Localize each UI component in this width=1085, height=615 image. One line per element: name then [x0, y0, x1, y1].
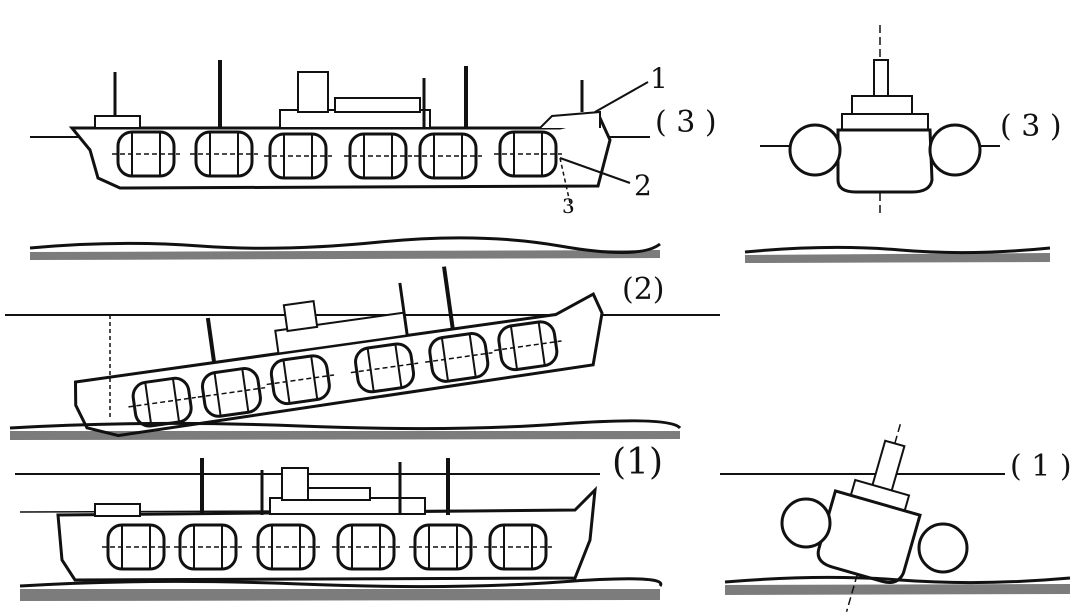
- callout-1: 1: [650, 62, 668, 95]
- callout-3: 3: [562, 194, 575, 218]
- label-side-stage-2: (2): [622, 272, 665, 307]
- label-end-stage-1: ( 1 ): [1010, 449, 1072, 484]
- callout-2: 2: [634, 169, 652, 202]
- end-view-stage-1: [720, 424, 1071, 612]
- side-view-stage-3: [29, 60, 661, 260]
- end-view-stage-3: [744, 25, 1051, 263]
- side-view-stage-2: [5, 266, 720, 440]
- side-view-stage-1: [15, 458, 663, 601]
- label-side-stage-3: ( 3 ): [655, 105, 717, 140]
- label-side-stage-1: (1): [612, 442, 663, 483]
- label-end-stage-3: ( 3 ): [1000, 109, 1062, 144]
